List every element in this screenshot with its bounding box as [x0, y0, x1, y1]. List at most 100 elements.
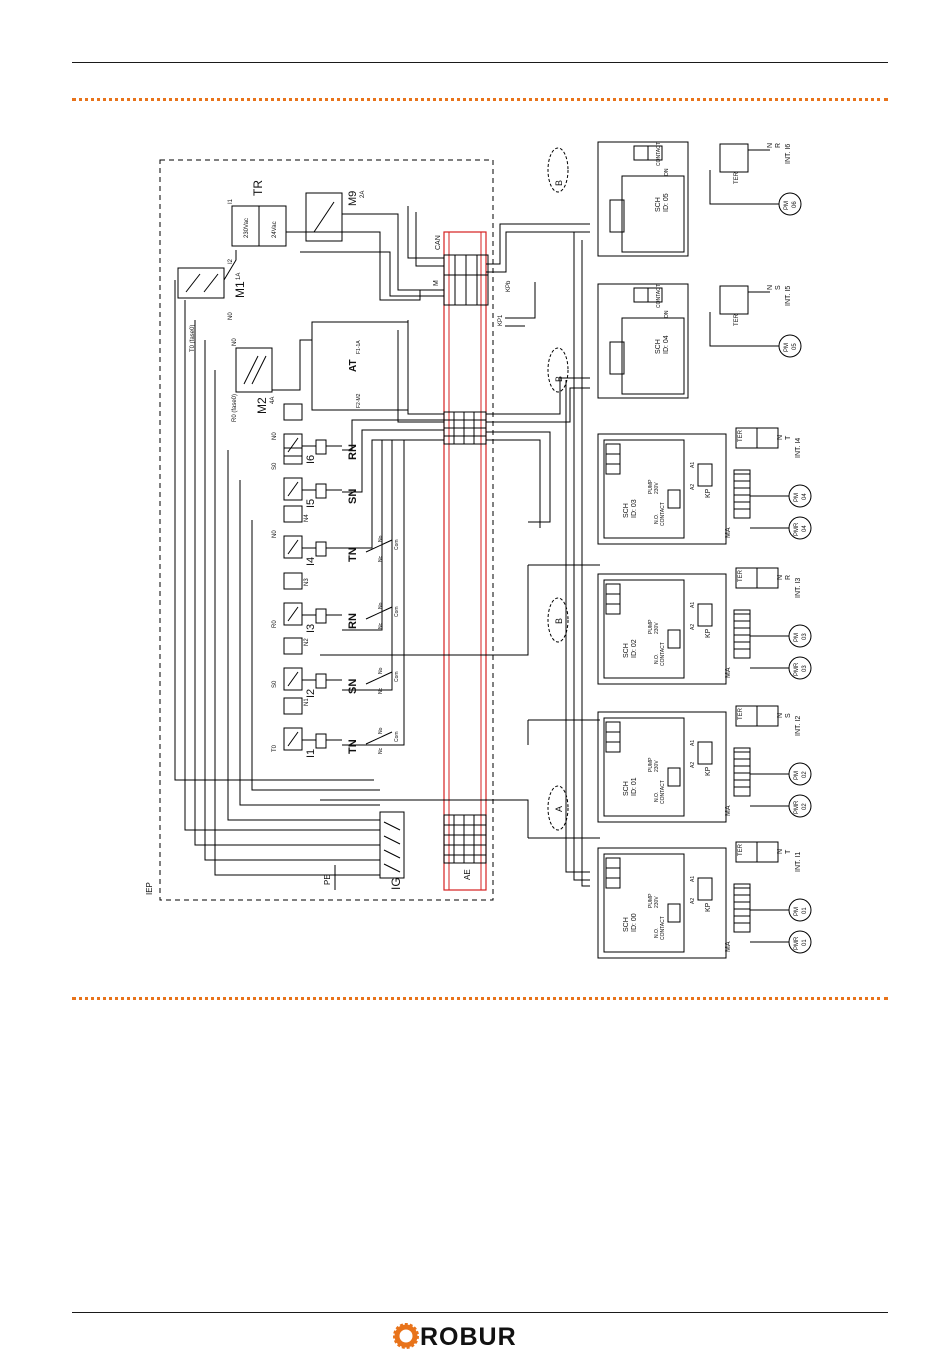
chiller-n-0: N [777, 849, 784, 854]
chiller-kp-3: KP [705, 488, 712, 498]
m1-phase: T0 (fase0) [190, 325, 196, 352]
chiller-pm-0: PM [794, 907, 800, 916]
iep-label: IEP [145, 882, 154, 895]
upper-pm-1: PM [784, 201, 790, 210]
switch-I2 [283, 637, 342, 691]
upper-unit-1 [597, 141, 802, 257]
chiller-unit-0 [597, 841, 812, 959]
chiller-no-2: N.O. [654, 654, 660, 664]
chiller-phase-1: S [785, 713, 792, 718]
phase-output-6: RN [347, 444, 359, 460]
chiller-contact-3: CONTACT [660, 502, 666, 526]
chiller-pmr-id-3: 04 [802, 525, 808, 532]
ae-terminal-upper [443, 411, 487, 445]
footer-rule [72, 1312, 888, 1313]
chiller-pmr-id-1: 02 [802, 803, 808, 810]
signal-a: A [554, 806, 564, 812]
chiller-a2-1: A2 [690, 762, 696, 768]
upper-int-1: INT. I6 [785, 144, 792, 164]
upper-pm-0: PM [784, 343, 790, 352]
chiller-kp-0: KP [705, 902, 712, 912]
m9-breaker [305, 192, 343, 242]
neutral-label-3: N4 [304, 514, 310, 522]
switch-label-I2: I2 [305, 689, 317, 698]
transformer-in: I1 [228, 198, 234, 204]
upper-on-1: ON [664, 168, 670, 176]
upper-sch-0: SCH [655, 339, 662, 354]
switch-I6 [283, 403, 342, 457]
rail-label-5: N0 [272, 432, 278, 440]
robur-wordmark: ROBUR [420, 1323, 517, 1350]
chiller-a1-1: A1 [690, 740, 696, 746]
relay-no-4: No [378, 535, 384, 542]
switch-I1 [283, 697, 342, 751]
upper-n-1: N [767, 143, 774, 148]
rail-label-2: R0 [272, 620, 278, 628]
relay-com-3: Com [394, 606, 400, 617]
chiller-ma-0: MA [725, 941, 732, 952]
chiller-a2-0: A2 [690, 898, 696, 904]
upper-ter-0: TER [734, 313, 740, 326]
chiller-pump-v-2: 230V [654, 622, 660, 634]
chiller-pmr-id-2: 03 [802, 665, 808, 672]
relay-contact-2 [365, 671, 393, 685]
chiller-no-3: N.O. [654, 514, 660, 524]
m9-rating: 2A [360, 191, 366, 198]
chiller-pm-id-1: 02 [802, 771, 808, 778]
phase-output-4: TN [347, 547, 359, 562]
chiller-ter-0: TER [738, 843, 744, 856]
kp1-label: KP1 [498, 314, 504, 326]
chiller-pm-id-3: 04 [802, 493, 808, 500]
transformer-primary: 230Vac [244, 218, 250, 238]
chiller-unit-3 [597, 427, 812, 545]
relay-com-1: Com [394, 731, 400, 742]
chiller-a1-3: A1 [690, 462, 696, 468]
phase-output-1: TN [347, 739, 359, 754]
chiller-pmr-1: PMR [794, 800, 800, 814]
chiller-phase-0: T [785, 849, 792, 854]
robur-logo: ROBUR [393, 1323, 517, 1350]
chiller-kp-1: KP [705, 766, 712, 776]
relay-nc-1: Nc [378, 747, 384, 754]
ae-label: AE [463, 869, 472, 880]
chiller-id-1: ID: 01 [631, 777, 638, 796]
upper-pm-id-1: 06 [792, 201, 798, 208]
chiller-a2-2: A2 [690, 624, 696, 630]
chiller-ma-3: MA [725, 527, 732, 538]
at-f1: F1-1A [356, 340, 362, 354]
chiller-unit-1 [597, 705, 812, 823]
m1-rating: 1A [236, 273, 242, 280]
chiller-ma-2: MA [725, 667, 732, 678]
phase-output-2: SN [347, 679, 359, 694]
switch-label-I5: I5 [305, 499, 317, 508]
relay-contact-3 [365, 606, 393, 620]
relay-no-3: No [378, 602, 384, 609]
chiller-unit-2 [597, 567, 812, 685]
neutral-label-0: N1 [304, 698, 310, 706]
switch-label-I4: I4 [305, 557, 317, 566]
signal-a-ellipse [547, 785, 569, 831]
chiller-pump-2: PUMP [648, 619, 654, 634]
switch-label-I1: I1 [305, 749, 317, 758]
chiller-pump-v-0: 230V [654, 896, 660, 908]
header-rule [72, 62, 888, 63]
upper-sch-1: SCH [655, 197, 662, 212]
chiller-no-0: N.O. [654, 928, 660, 938]
transformer-label: TR [251, 180, 265, 196]
m2-phase: R0 (fase0) [232, 394, 238, 422]
chiller-pm-id-2: 03 [802, 633, 808, 640]
ae-terminal-lower [443, 814, 487, 864]
signal-b-mid: B [554, 376, 564, 382]
relay-nc-3: Nc [378, 622, 384, 629]
signal-b-low-ellipse [547, 597, 569, 643]
upper-ter-1: TER [734, 171, 740, 184]
relay-contact-1 [365, 731, 393, 745]
chiller-pmr-3: PMR [794, 522, 800, 536]
chiller-pmr-id-0: 01 [802, 939, 808, 946]
upper-n-0: N [767, 285, 774, 290]
relay-no-1: No [378, 727, 384, 734]
m-terminal-block [443, 254, 489, 306]
